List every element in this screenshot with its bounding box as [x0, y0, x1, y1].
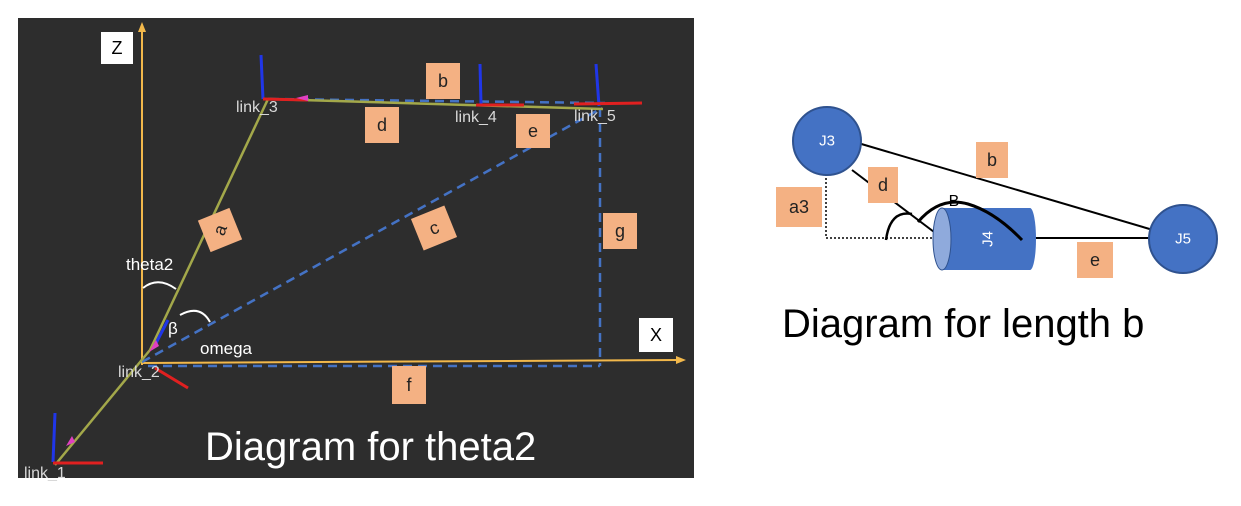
link-2-z-marker [153, 319, 170, 346]
link-1-label: link_1 [24, 465, 66, 482]
left-diagram-caption: Diagram for theta2 [205, 425, 536, 469]
segment-f-label: f [406, 375, 412, 395]
link-4-label: link_4 [455, 109, 497, 126]
link-1-2-line [54, 349, 151, 466]
segment-d-label: d [377, 115, 387, 135]
segment-c-tag: c [410, 205, 458, 251]
angle-b-arc [916, 200, 1024, 242]
segment-d-line-right [851, 169, 943, 239]
segment-d-tag-right: d [868, 167, 898, 203]
axis-x-box [639, 318, 673, 352]
segment-d-tag: d [365, 107, 399, 143]
segment-b-label: b [438, 71, 448, 91]
segment-a3-tag-right: a3 [776, 187, 822, 227]
axis-z-box [101, 32, 133, 64]
link-5-z-marker [594, 63, 601, 107]
joint-j5-label: J5 [1175, 231, 1191, 248]
segment-b-label-right: b [987, 150, 997, 170]
left-diagram-background [18, 18, 694, 478]
beta-arc [179, 309, 211, 323]
link-5-x-marker [573, 101, 643, 106]
joint-j4-label: J4 [980, 231, 997, 247]
segment-e-label-right: e [1090, 250, 1100, 270]
link-3-x-marker [262, 97, 309, 102]
segment-d-label-right: d [878, 175, 888, 195]
joint-j3-label: J3 [819, 133, 835, 150]
segment-d-line [267, 97, 604, 111]
z-axis-arrow-icon [138, 22, 146, 32]
link-1-pointer-icon [66, 436, 75, 446]
joint-j4-cylinder: J4 [932, 207, 1036, 271]
link-3-z-marker [259, 54, 265, 100]
segment-b-tag: b [426, 63, 460, 99]
theta2-label: theta2 [126, 255, 173, 274]
segment-b-line [269, 97, 606, 105]
joint-j5: J5 [1148, 204, 1218, 274]
theta2-arc [142, 281, 177, 290]
link-3-label: link_3 [236, 99, 278, 116]
axis-x-label: X [650, 325, 662, 345]
link-1-z-marker [51, 412, 57, 463]
segment-e-tag: e [516, 114, 550, 148]
x-axis-line [141, 359, 681, 364]
segment-e-tag-right: e [1077, 242, 1113, 278]
segment-a3-label-right: a3 [789, 197, 809, 217]
omega-label: omega [200, 339, 253, 358]
link-2-pointer-icon [149, 340, 159, 352]
link-5-label: link_5 [574, 108, 616, 125]
segment-c-line [141, 106, 603, 364]
link-3-pointer-icon [296, 95, 308, 101]
angle-b-label: B [949, 193, 960, 210]
segment-g-tag: g [603, 213, 637, 249]
axis-z-label: Z [112, 38, 123, 58]
segment-b-tag-right: b [976, 142, 1008, 178]
link-frames [51, 54, 643, 465]
joint-j3: J3 [792, 106, 862, 176]
left-angle-arc [884, 212, 913, 241]
segment-g-label: g [615, 221, 625, 241]
segment-b-line-right [857, 142, 1154, 231]
segment-a-tag: a [197, 207, 243, 253]
segment-e-label: e [528, 121, 538, 141]
beta-label: β [168, 319, 178, 338]
link-4-z-marker [478, 63, 483, 105]
link-2-x-marker [154, 366, 189, 390]
link-2-label: link_2 [118, 364, 160, 381]
right-diagram-caption: Diagram for length b [782, 302, 1144, 346]
x-axis-arrow-icon [676, 356, 686, 364]
segment-f-tag: f [392, 366, 426, 404]
